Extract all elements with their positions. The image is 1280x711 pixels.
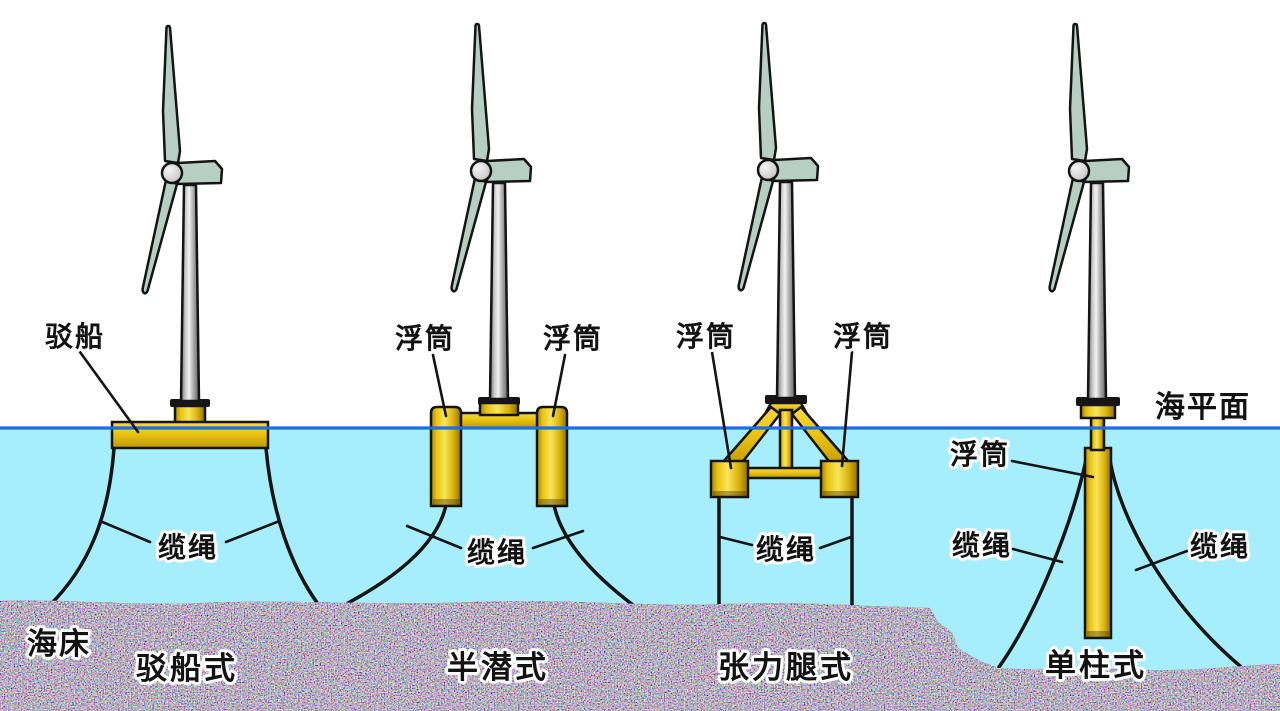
tlp-cable-leader-right [818, 535, 853, 550]
tlp-buoy-right-shade [823, 491, 856, 496]
tlp-buoy-left-leader [710, 350, 733, 470]
turbine-spar [1048, 22, 1131, 640]
tlp-cable-label: 缆绳 [756, 533, 816, 566]
barge-cable-leader-left [98, 519, 152, 544]
semi-buoy-right-shade [539, 499, 565, 505]
tlp-type-label: 张力腿式 [718, 650, 854, 685]
barge-cable-right [264, 446, 320, 606]
semi-buoy-right [535, 405, 569, 508]
turbine-barge [110, 24, 270, 450]
labels: 驳船 浮筒 浮筒 浮筒 浮筒 海平面 浮筒 缆绳 缆绳 缆绳 缆绳 缆绳 海床 … [24, 317, 1252, 689]
semi-buoy-left-label: 浮筒 [395, 322, 455, 355]
semi-pedestal [478, 401, 520, 417]
spar-cable-left-label: 缆绳 [952, 529, 1012, 562]
spar-buoy-label: 浮筒 [950, 438, 1010, 471]
barge-cable-leader-right [224, 520, 279, 544]
spar-collar [1079, 403, 1117, 420]
semi-buoy-left-leader [431, 353, 448, 418]
barge-pedestal [173, 404, 207, 425]
barge-hull [110, 420, 270, 450]
semi-buoy-right-label: 浮筒 [543, 322, 603, 355]
spar-cable-left [997, 458, 1088, 669]
semi-buoy-left-shade [433, 499, 459, 505]
tlp-buoy-right [819, 459, 860, 499]
spar-cable-right [1108, 458, 1242, 668]
spar-cable-leader-left [1011, 547, 1064, 564]
tlp-buoy-left-label: 浮筒 [676, 320, 736, 353]
sea-level-label: 海平面 [1155, 391, 1251, 424]
semi-type-label: 半潜式 [447, 650, 549, 685]
semi-cable-leader-left [405, 524, 463, 550]
barge-leader [78, 350, 140, 434]
semi-cable-label: 缆绳 [467, 536, 527, 569]
barge-callout-label: 驳船 [45, 321, 105, 353]
spar-cable-right-label: 缆绳 [1190, 530, 1250, 563]
barge-cable-left [46, 446, 116, 609]
semi-cable-left [346, 503, 448, 605]
semi-buoy-left [429, 405, 463, 508]
semi-cable-right [552, 503, 635, 607]
tlp-cable-leader-left [718, 535, 754, 547]
spar-neck [1089, 414, 1106, 452]
tlp-buoy-right-leader [840, 350, 854, 468]
seabed-label: 海床 [27, 628, 91, 661]
semi-cable-leader-right [531, 529, 585, 550]
turbine-tension-leg [709, 21, 860, 499]
tlp-center-post [778, 408, 794, 474]
spar-buoy-leader [1010, 459, 1095, 479]
leader-lines [78, 350, 1189, 572]
spar-cable-leader-right [1134, 549, 1189, 572]
mooring-lines [46, 446, 1242, 669]
spar-type-label: 单柱式 [1045, 648, 1147, 683]
spar-column-shade [1087, 631, 1109, 637]
tlp-beam [742, 466, 830, 480]
spar-column [1083, 446, 1113, 640]
tlp-buoy-right-label: 浮筒 [833, 320, 893, 353]
tlp-buoy-left [709, 459, 750, 499]
barge-type-label: 驳船式 [136, 651, 238, 686]
barge-cable-label: 缆绳 [158, 531, 218, 564]
semi-buoy-right-leader [551, 353, 567, 418]
tlp-buoy-left-shade [713, 491, 746, 496]
